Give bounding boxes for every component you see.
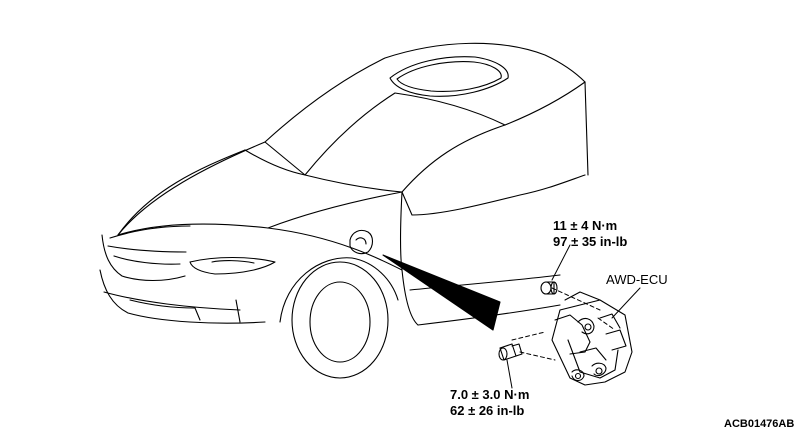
lower-torque-imperial: 62 ± 26 in-lb — [450, 403, 525, 419]
lower-bolt — [498, 343, 523, 361]
upper-torque-imperial: 97 ± 35 in-lb — [553, 234, 628, 250]
awd-ecu-unit — [551, 291, 633, 386]
callout-leaders — [506, 244, 641, 389]
lower-torque-metric: 7.0 ± 3.0 N·m — [450, 387, 530, 402]
leader-lines — [511, 287, 616, 361]
upper-torque-callout: 11 ± 4 N·m 97 ± 35 in-lb — [553, 218, 627, 251]
detail-pointer — [382, 254, 501, 331]
car-body-outline — [99, 42, 589, 379]
upper-bolt — [540, 281, 558, 295]
awd-ecu-label: AWD-ECU — [606, 272, 668, 287]
figure-code: ACB01476AB — [724, 418, 795, 430]
upper-torque-metric: 11 ± 4 N·m — [553, 218, 618, 233]
lower-torque-callout: 7.0 ± 3.0 N·m 62 ± 26 in-lb — [450, 387, 529, 420]
